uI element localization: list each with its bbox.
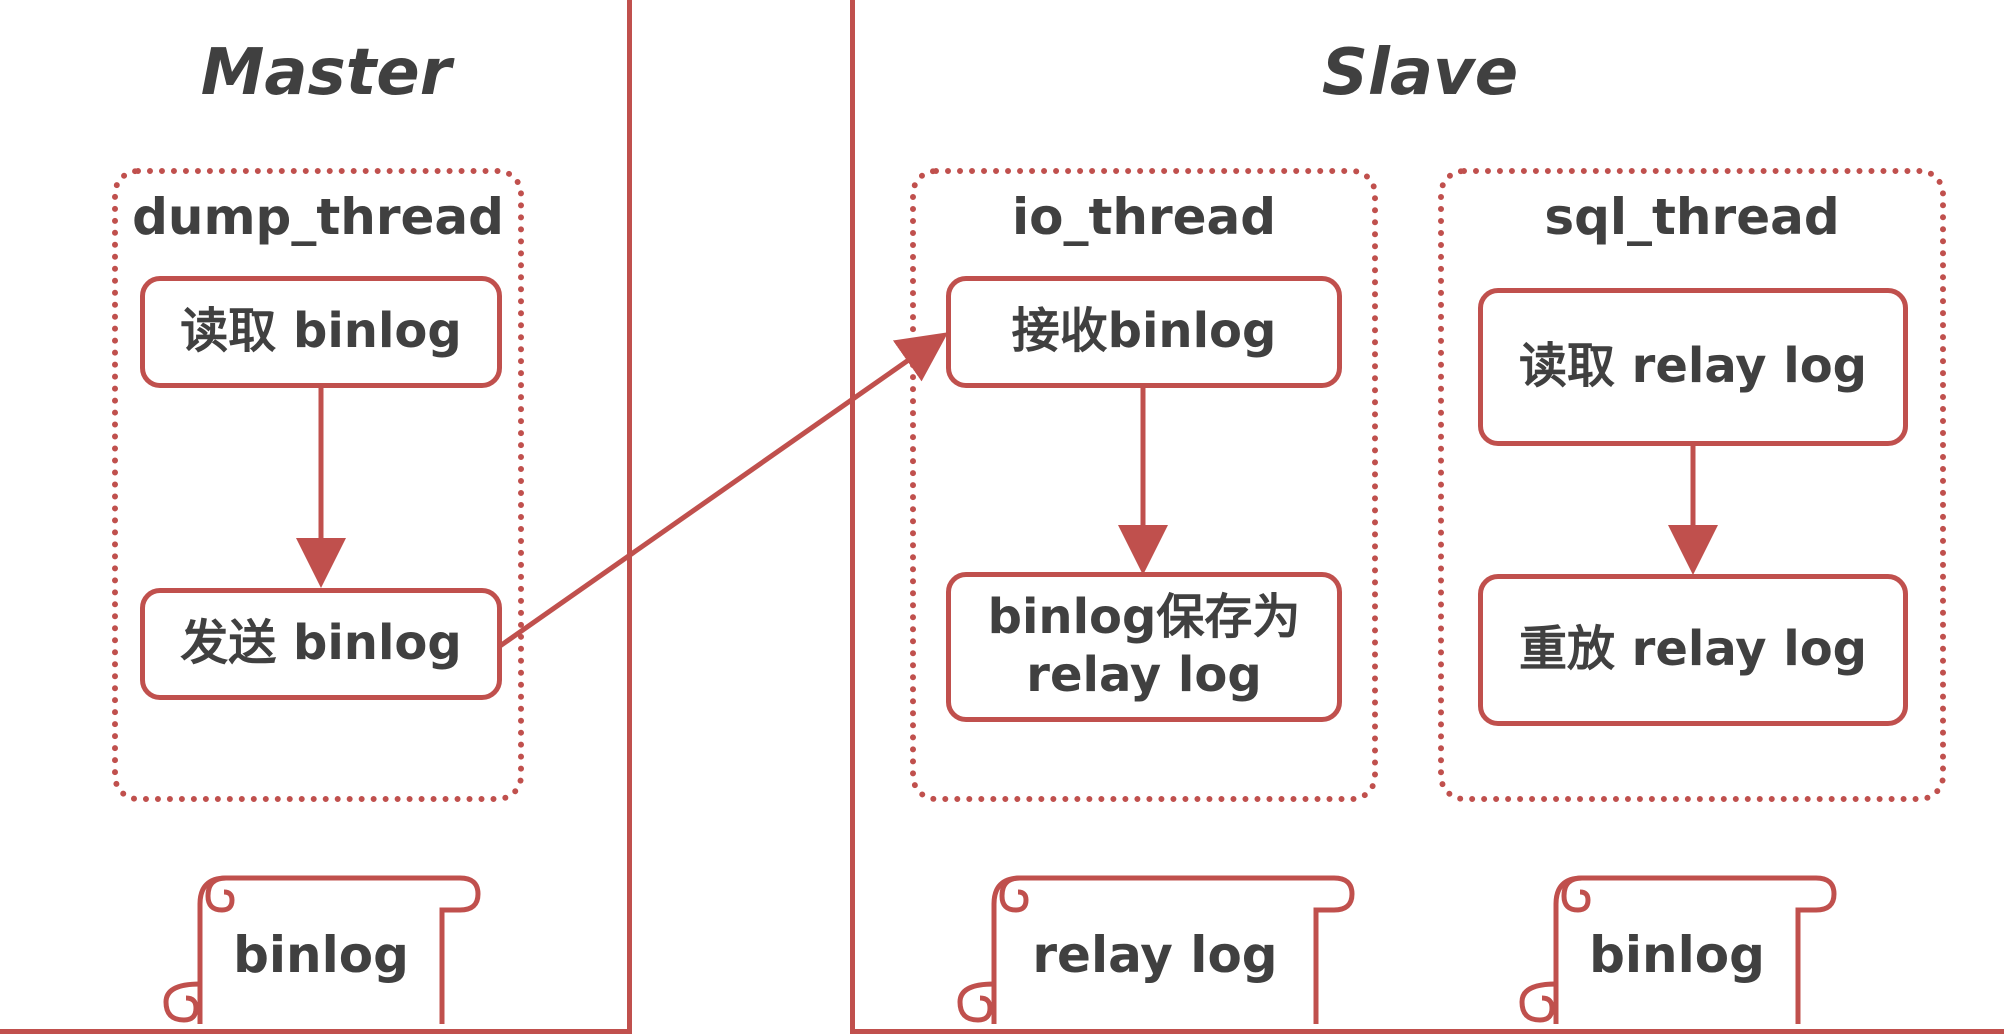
- sql-thread-title: sql_thread: [1544, 188, 1840, 246]
- read-binlog-step: 读取 binlog: [140, 276, 502, 388]
- slave-relay-log-file: relay log: [954, 874, 1355, 1024]
- scroll-icon: [1519, 875, 1837, 1024]
- scroll-icon: [163, 875, 481, 1024]
- slave-binlog-file: binlog: [1516, 874, 1837, 1024]
- slave-title: Slave: [1321, 36, 1519, 110]
- master-binlog-label: binlog: [233, 926, 409, 984]
- replay-relay-log-step: 重放 relay log: [1478, 574, 1908, 726]
- dump-thread-title: dump_thread: [132, 188, 504, 246]
- read-relay-log-step: 读取 relay log: [1478, 288, 1908, 446]
- send-binlog-step: 发送 binlog: [140, 588, 502, 700]
- io-thread-title: io_thread: [1011, 188, 1277, 246]
- io-thread-box: io_thread: [910, 168, 1378, 802]
- save-relay-log-step: binlog保存为 relay log: [946, 572, 1342, 722]
- receive-binlog-step: 接收binlog: [946, 276, 1342, 388]
- sql-thread-box: sql_thread: [1438, 168, 1946, 802]
- master-title: Master: [200, 36, 452, 110]
- dump-thread-box: dump_thread: [112, 168, 524, 802]
- scroll-icon: [957, 875, 1355, 1024]
- slave-relay-log-label: relay log: [1032, 926, 1278, 984]
- slave-binlog-label: binlog: [1589, 926, 1765, 984]
- master-binlog-file: binlog: [160, 874, 481, 1024]
